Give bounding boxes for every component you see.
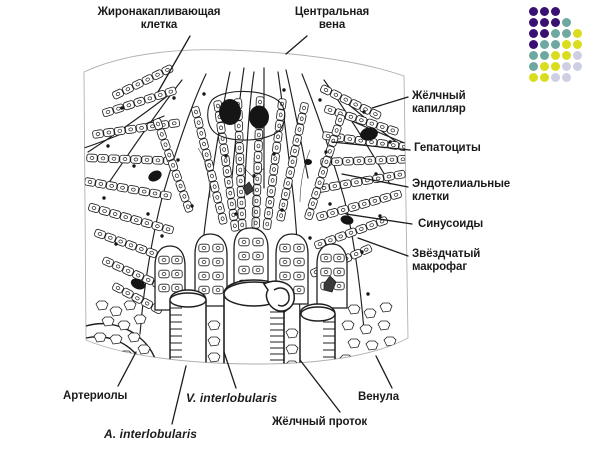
grid-dot-violet (529, 7, 538, 16)
grid-dot-yellow (562, 51, 571, 60)
grid-dot-yellow (562, 40, 571, 49)
grid-dot-violet (540, 29, 549, 38)
decorative-dot-grid (529, 7, 595, 82)
grid-dot-lavender (573, 62, 582, 71)
grid-dot-yellow (540, 73, 549, 82)
grid-dot-teal (551, 40, 560, 49)
grid-dot-lavender (562, 73, 571, 82)
grid-dot-violet (529, 18, 538, 27)
fat-storing-cells (130, 127, 378, 290)
venule-vessel (299, 303, 336, 365)
bile-duct-opening (262, 280, 295, 312)
grid-dot-teal (540, 40, 549, 49)
grid-dot-teal (529, 62, 538, 71)
label-sinusoids: Синусоиды (418, 218, 484, 230)
label-bile-capillary: Жёлчный капилляр (412, 90, 466, 115)
label-v-interlobularis: V. interlobularis (186, 391, 278, 405)
grid-dot-yellow (540, 62, 549, 71)
grid-dot-violet (540, 18, 549, 27)
grid-dot-teal (540, 51, 549, 60)
grid-dot-yellow (573, 40, 582, 49)
central-vein-lumen (207, 90, 286, 141)
label-arterioles: Артериолы (63, 390, 128, 402)
label-a-interlobularis: A. interlobularis (104, 427, 198, 441)
leader-a-interlobularis (171, 365, 187, 425)
grid-dot-yellow (529, 73, 538, 82)
label-endothelial-cells: Эндотелиальные клетки (412, 178, 511, 203)
a-interlobularis-vessel (169, 289, 207, 365)
grid-dot-teal (551, 29, 560, 38)
label-lipocyte: Жиронакапливающая клетка (97, 6, 221, 31)
grid-dot-lavender (573, 51, 582, 60)
label-central-vein: Центральная вена (294, 6, 370, 31)
grid-dot-teal (562, 29, 571, 38)
label-bile-duct: Жёлчный проток (272, 416, 368, 428)
grid-dot-violet (551, 7, 560, 16)
grid-dot-violet (540, 7, 549, 16)
grid-dot-violet (529, 29, 538, 38)
label-hepatocytes: Гепатоциты (414, 142, 481, 154)
grid-dot-yellow (551, 62, 560, 71)
grid-dot-violet (551, 18, 560, 27)
grid-dot-teal (562, 18, 571, 27)
label-venule: Венула (358, 391, 399, 403)
liver-lobule-illustration (78, 38, 416, 368)
grid-dot-violet (529, 40, 538, 49)
grid-dot-lavender (562, 62, 571, 71)
grid-dot-teal (529, 51, 538, 60)
grid-dot-yellow (551, 51, 560, 60)
grid-dot-lavender (551, 73, 560, 82)
label-stellate-macrophage: Звёздчатый макрофаг (412, 248, 481, 273)
grid-dot-yellow (573, 29, 582, 38)
